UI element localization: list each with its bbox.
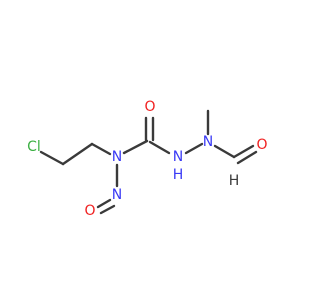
- bond-formyl-double-b: [236, 150, 258, 165]
- bond-n-ccarbonyl: [122, 139, 149, 155]
- atom-oxygen-formyl: O: [256, 137, 267, 153]
- bond-nmethyl-cformyl: [213, 144, 236, 159]
- bond-cl-c1: [39, 150, 65, 166]
- atom-nitrogen-methyl: N: [203, 134, 213, 150]
- atom-nitrogen-amine: N: [112, 149, 122, 165]
- atom-nitrogen-nitroso: N: [112, 187, 122, 203]
- bond-ccarbonyl-nh: [148, 140, 171, 155]
- bond-c2-n: [90, 142, 112, 156]
- bond-nitroso-double-b: [99, 204, 116, 215]
- molecule-diagram: Cl N O N H N O H N O: [27, 99, 267, 219]
- bond-formyl-double-a: [232, 144, 255, 159]
- atom-oxygen-carbonyl: O: [144, 99, 155, 115]
- atom-hydrogen-formyl: H: [229, 173, 240, 189]
- bond-nitroso-double-a: [96, 198, 112, 209]
- atom-nitrogen-nh: N: [173, 149, 183, 165]
- atom-hydrogen-nh: H: [173, 167, 184, 183]
- atoms: Cl N O N H N O H N O: [27, 99, 267, 219]
- atom-oxygen-nitroso: O: [84, 203, 95, 219]
- bond-nh-nmethyl: [184, 142, 204, 155]
- bonds: [39, 109, 258, 215]
- atom-chlorine: Cl: [27, 139, 41, 155]
- bond-c1-c2: [61, 142, 94, 166]
